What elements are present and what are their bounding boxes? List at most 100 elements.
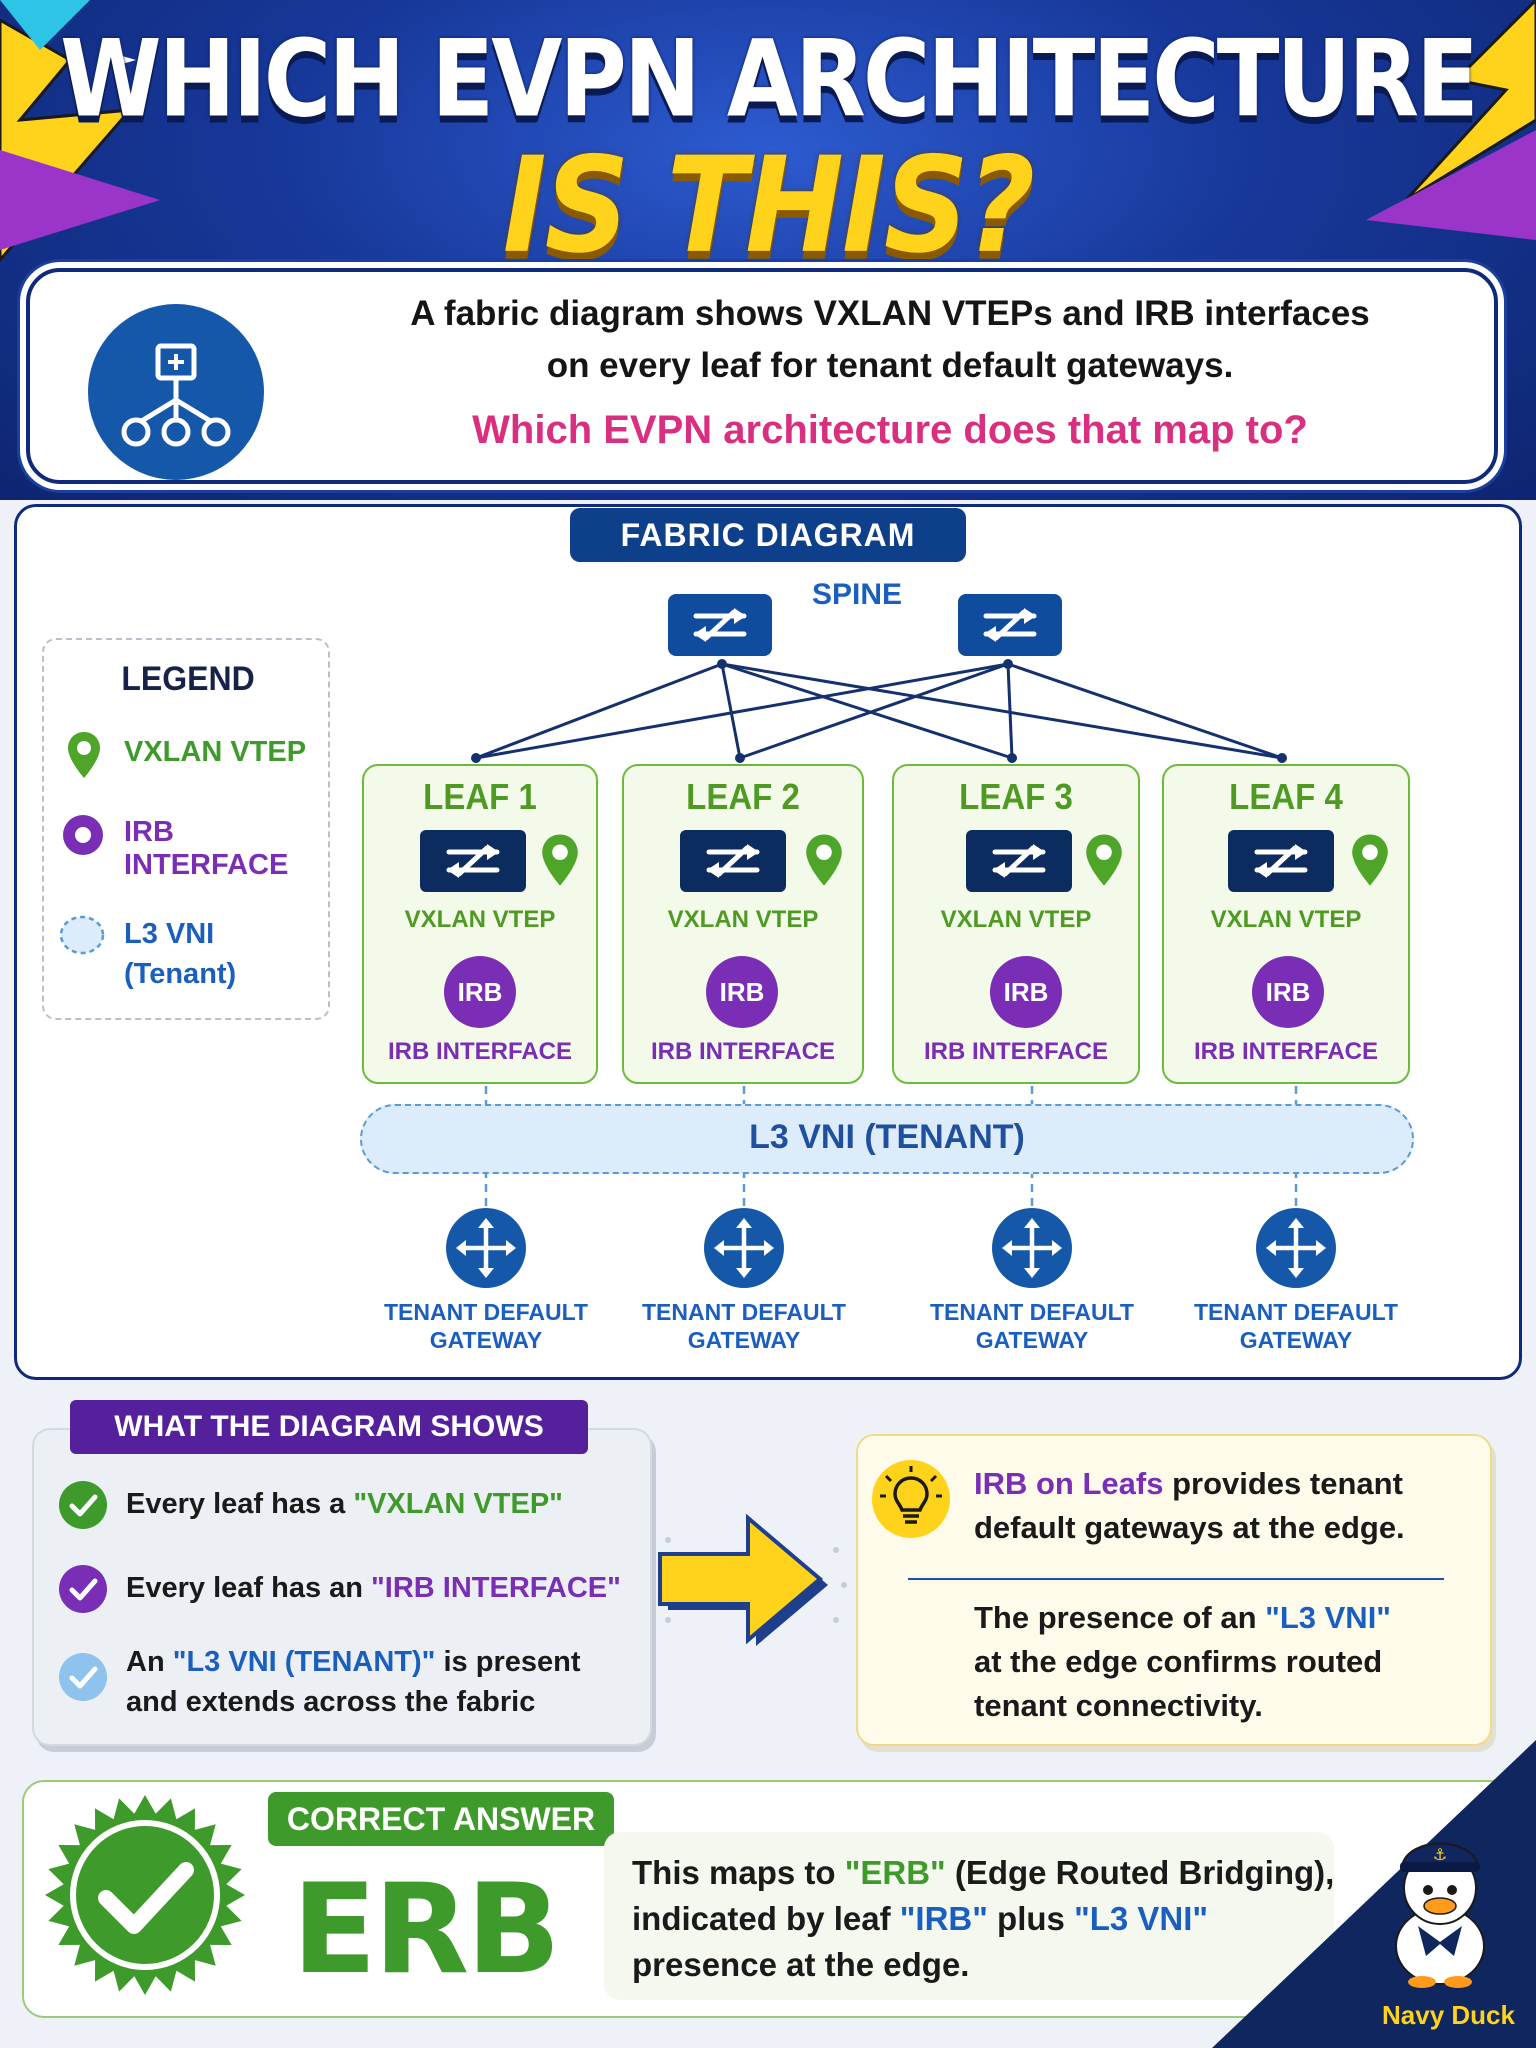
leaf-vtep-label: VXLAN VTEP: [1210, 906, 1362, 933]
legend-vni-tenant: (Tenant): [124, 958, 237, 990]
irb-badge: IRB: [1252, 956, 1324, 1028]
irb-dot-icon: [63, 815, 103, 855]
irb-badge: IRB: [706, 956, 778, 1028]
insight-divider: [908, 1578, 1444, 1580]
gateway-router-icon: [992, 1208, 1072, 1288]
gateway-router-icon: [446, 1208, 526, 1288]
leaf-switch: [1228, 830, 1334, 892]
link: [721, 662, 1283, 760]
topology-icon: [88, 304, 264, 480]
leaf-irb-label: IRB INTERFACE: [1193, 1038, 1378, 1065]
leaf-3: LEAF 3 VXLAN VTEP IRB IRB INTERFACE: [892, 764, 1140, 1084]
location-pin-icon: [1086, 834, 1122, 886]
link: [475, 662, 723, 760]
switch-arrows-icon: [1254, 844, 1308, 878]
switch-arrows-icon: [693, 608, 747, 642]
fabric-diagram-title: FABRIC DIAGRAM: [570, 508, 966, 562]
vni-ellipse-icon: [59, 915, 105, 955]
arrow-right-icon: [658, 1513, 847, 1646]
leaf-2: LEAF 2 VXLAN VTEP IRB IRB INTERFACE: [622, 764, 864, 1084]
location-pin-icon: [542, 834, 578, 886]
brand-name: Navy Duck: [1382, 2000, 1515, 2030]
question-card: A fabric diagram shows VXLAN VTEPs and I…: [26, 268, 1498, 484]
leaf-vtep-label: VXLAN VTEP: [667, 906, 819, 933]
page-title-question: IS THIS?: [502, 127, 1036, 283]
check-circle-icon: [59, 1565, 107, 1613]
correct-answer-tag: CORRECT ANSWER: [268, 1792, 614, 1846]
check-circle-icon: [59, 1653, 107, 1701]
spine-switch-2: [958, 594, 1062, 656]
leaf-name: LEAF 3: [959, 776, 1073, 817]
header-banner: WHICH EVPN ARCHITECTURE IS THIS?: [0, 0, 1536, 500]
check-circle-icon: [59, 1481, 107, 1529]
finding-row-2: Every leaf has an "IRB INTERFACE": [126, 1572, 621, 1604]
leaf-1: LEAF 1 VXLAN VTEP IRB IRB INTERFACE: [362, 764, 598, 1084]
page-title: WHICH EVPN ARCHITECTURE: [60, 17, 1479, 142]
legend-vni: L3 VNI: [124, 918, 215, 950]
location-pin-icon: [68, 732, 100, 778]
switch-arrows-icon: [706, 844, 760, 878]
leaf-switch: [420, 830, 526, 892]
lightbulb-icon: [872, 1460, 950, 1538]
finding-row-1: Every leaf has a "VXLAN VTEP": [126, 1488, 563, 1520]
link: [720, 663, 742, 759]
location-pin-icon: [806, 834, 842, 886]
leaf-irb-label: IRB INTERFACE: [387, 1038, 572, 1065]
question-line-2: on every leaf for tenant default gateway…: [546, 346, 1234, 385]
check-seal-icon: [45, 1795, 245, 1995]
location-pin-icon: [1352, 834, 1388, 886]
answer-value: ERB: [292, 1858, 561, 2002]
answer-line-3: presence at the edge.: [632, 1946, 970, 1983]
gateway-router-icon: [704, 1208, 784, 1288]
diagram-findings-card: [32, 1428, 652, 1746]
legend-irb: IRB INTERFACE: [124, 816, 289, 881]
finding-row-3: An "L3 VNI (TENANT)" is present and exte…: [126, 1646, 581, 1718]
lightning-left-decoration: [0, 0, 160, 263]
link: [721, 662, 1013, 760]
switch-arrows-icon: [992, 844, 1046, 878]
answer-line-2: indicated by leaf "IRB" plus "L3 VNI": [632, 1900, 1209, 1937]
link: [739, 662, 1009, 760]
legend-title: LEGEND: [121, 658, 255, 698]
question-line-1: A fabric diagram shows VXLAN VTEPs and I…: [410, 294, 1370, 333]
irb-badge: IRB: [990, 956, 1062, 1028]
link: [475, 662, 1009, 760]
link: [1006, 663, 1014, 759]
star-decoration: [100, 42, 136, 78]
insight-card: [856, 1434, 1492, 1746]
leaf-4: LEAF 4 VXLAN VTEP IRB IRB INTERFACE: [1162, 764, 1410, 1084]
findings-title: WHAT THE DIAGRAM SHOWS: [70, 1400, 588, 1454]
l3-vni-band: L3 VNI (TENANT): [360, 1104, 1414, 1174]
switch-arrows-icon: [983, 608, 1037, 642]
gateway-router-icon: [1256, 1208, 1336, 1288]
leaf-irb-label: IRB INTERFACE: [650, 1038, 835, 1065]
spine-label: SPINE: [812, 578, 903, 611]
leaf-irb-label: IRB INTERFACE: [923, 1038, 1108, 1065]
link: [1007, 662, 1283, 760]
switch-arrows-icon: [446, 844, 500, 878]
l3-vni-label: L3 VNI (TENANT): [749, 1118, 1025, 1156]
leaf-switch: [680, 830, 786, 892]
legend-vtep: VXLAN VTEP: [124, 736, 307, 768]
leaf-switch: [966, 830, 1072, 892]
svg-text:⚓: ⚓: [1433, 1845, 1447, 1864]
leaf-name: LEAF 2: [686, 776, 800, 817]
leaf-vtep-label: VXLAN VTEP: [940, 906, 1092, 933]
insight-paragraph-1: IRB on Leafs provides tenant default gat…: [974, 1466, 1405, 1545]
answer-line-1: This maps to "ERB" (Edge Routed Bridging…: [632, 1854, 1335, 1891]
duck-mascot-icon: ⚓: [1395, 1842, 1485, 1988]
question-prompt: Which EVPN architecture does that map to…: [472, 408, 1308, 452]
leaf-name: LEAF 1: [423, 776, 537, 817]
leaf-name: LEAF 4: [1229, 776, 1343, 817]
spine-switch-1: [668, 594, 772, 656]
legend: LEGEND VXLAN VTEP IRB INTERFACE L3 VNI (…: [42, 638, 330, 1020]
answer-explanation-box: [604, 1832, 1334, 2000]
insight-paragraph-2: The presence of an "L3 VNI" at the edge …: [974, 1600, 1392, 1723]
leaf-vtep-label: VXLAN VTEP: [404, 906, 556, 933]
lightning-right-decoration: [1366, 0, 1536, 240]
irb-badge: IRB: [444, 956, 516, 1028]
